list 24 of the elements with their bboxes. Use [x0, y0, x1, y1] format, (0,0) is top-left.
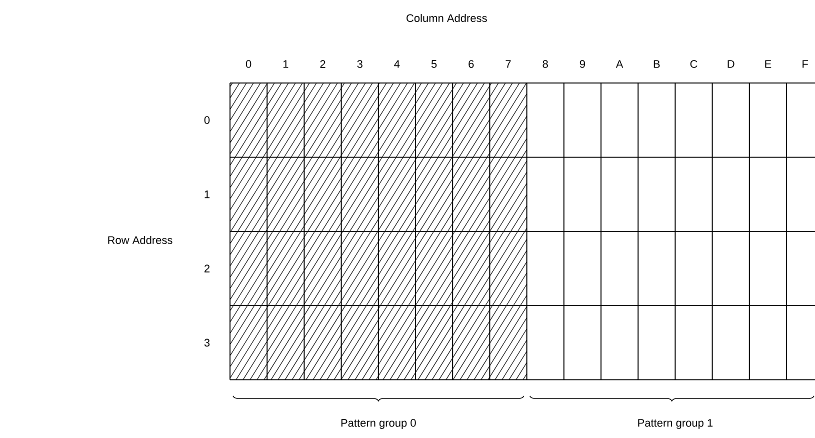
column-number: 3	[357, 60, 362, 68]
column-number: E	[765, 60, 772, 68]
row-number: 1	[204, 190, 210, 198]
column-number: 2	[320, 60, 326, 68]
column-number: 5	[431, 60, 437, 68]
column-number: 9	[580, 60, 585, 68]
row-number: 0	[204, 116, 210, 124]
row-number: 3	[204, 338, 210, 347]
column-number: 0	[246, 60, 252, 68]
column-number: 6	[468, 60, 474, 68]
column-number: D	[728, 60, 734, 68]
column-number: A	[616, 60, 624, 68]
column-number: 8	[542, 60, 548, 68]
group-label: Pattern group 0	[341, 419, 416, 429]
column-number: 1	[283, 60, 288, 68]
column-number: F	[802, 60, 808, 68]
axis-title: Row Address	[108, 236, 172, 244]
column-number: 4	[394, 60, 400, 68]
row-number: 2	[204, 264, 210, 272]
column-number: C	[690, 60, 698, 68]
group-label: Pattern group 1	[638, 419, 713, 429]
column-number: 7	[506, 60, 511, 68]
axis-title: Column Address	[406, 14, 487, 22]
column-number: B	[654, 60, 660, 68]
